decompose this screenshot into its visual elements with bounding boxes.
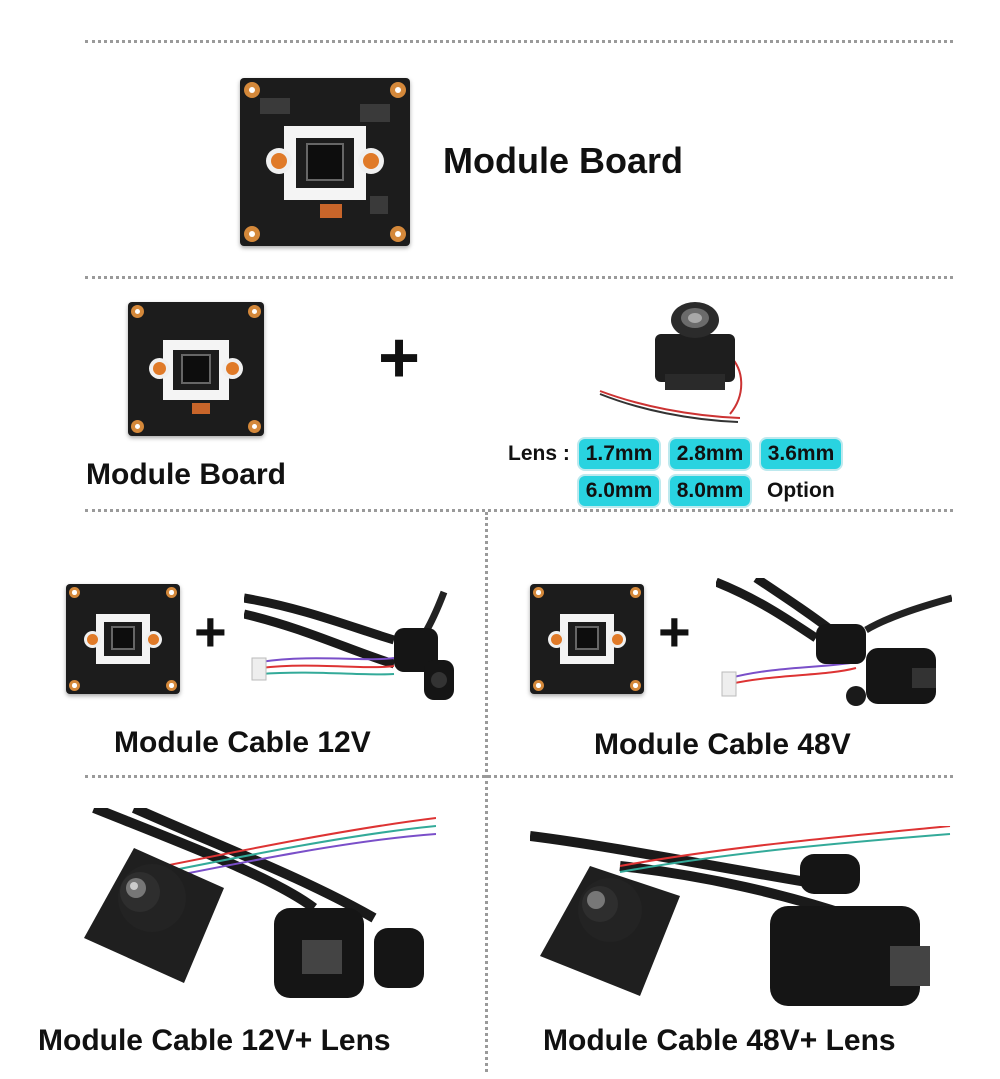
module-board-title: Module Board — [443, 140, 683, 181]
divider-vertical — [485, 512, 488, 1072]
cable-48v-lens-image — [530, 826, 951, 1006]
plus-icon-12v: + — [194, 600, 227, 663]
module-board-image-12v — [66, 584, 180, 694]
cable-48v-title: Module Cable 48V — [594, 728, 851, 761]
divider-4 — [85, 775, 953, 778]
lens-option-1-7mm: 1.7mm — [579, 439, 659, 469]
module-board-image-48v — [530, 584, 644, 694]
lens-label: Lens : — [508, 442, 570, 465]
module-board-image-2 — [128, 302, 264, 436]
option-label: Option — [767, 479, 835, 502]
cable-48v-image — [716, 578, 952, 706]
module-board-image — [240, 78, 410, 246]
plus-icon-48v: + — [658, 600, 691, 663]
divider-3 — [85, 509, 953, 512]
lens-option-8-0mm: 8.0mm — [670, 476, 750, 506]
cable-12v-title: Module Cable 12V — [114, 726, 371, 759]
module-board-title-2: Module Board — [86, 458, 286, 491]
lens-image — [599, 302, 743, 423]
lens-option-3-6mm: 3.6mm — [761, 439, 841, 469]
cable-12v-lens-image — [84, 808, 436, 998]
lens-option-2-8mm: 2.8mm — [670, 439, 750, 469]
cable-48v-lens-title: Module Cable 48V+ Lens — [543, 1024, 896, 1057]
cable-12v-image — [244, 590, 454, 700]
cable-12v-lens-title: Module Cable 12V+ Lens — [38, 1024, 391, 1057]
plus-icon-lens: + — [378, 318, 421, 398]
lens-option-6-0mm: 6.0mm — [579, 476, 659, 506]
divider-top — [85, 40, 953, 43]
divider-2 — [85, 276, 953, 279]
